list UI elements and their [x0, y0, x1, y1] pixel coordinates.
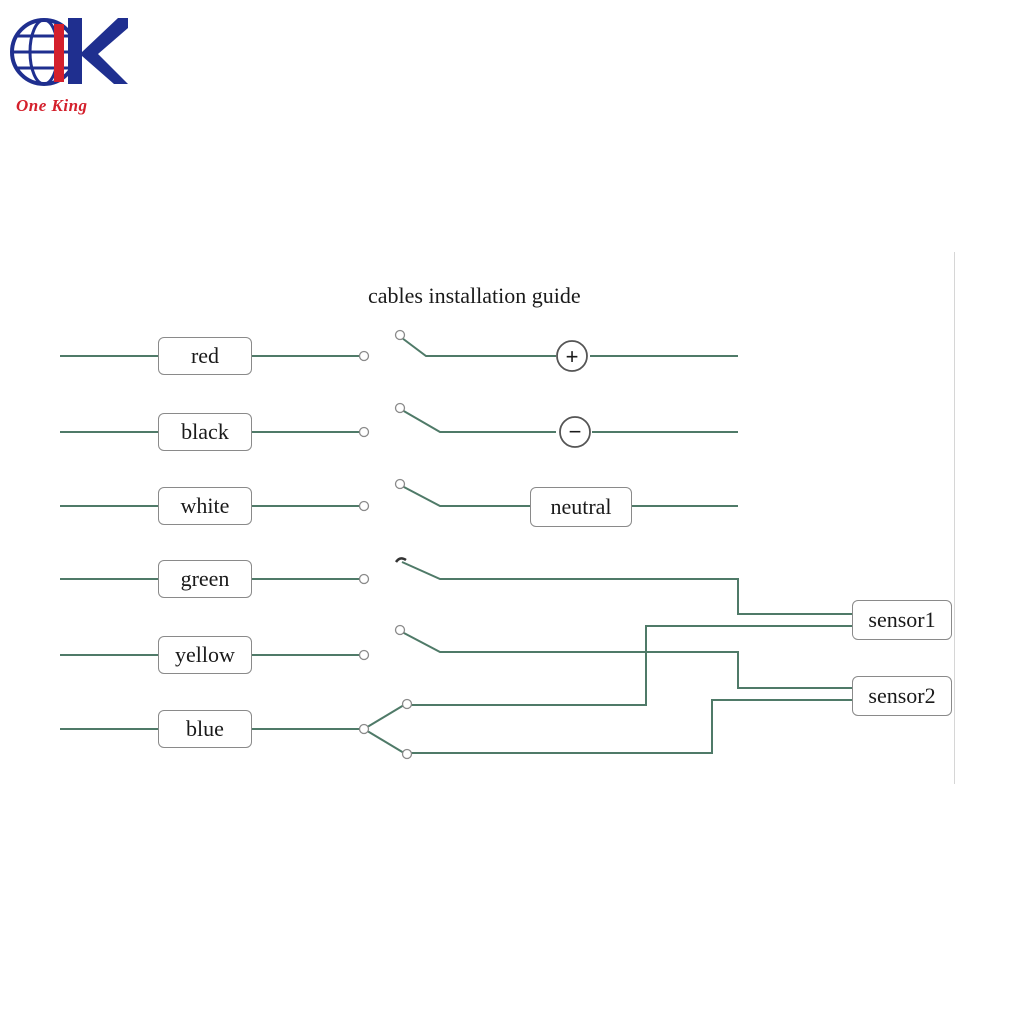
minus-terminal-icon	[559, 416, 591, 448]
wire-green-out	[401, 561, 852, 615]
wire-blue-split-up	[363, 704, 405, 730]
cable-label: white	[180, 493, 230, 518]
cable-box-red: red	[158, 337, 252, 375]
wire-yellow-out	[401, 631, 852, 689]
wire-black-out	[401, 409, 556, 433]
neutral-terminal-box: neutral	[530, 487, 632, 527]
switch-blue-up	[401, 698, 413, 710]
cable-box-green: green	[158, 560, 252, 598]
wire-white-out	[401, 485, 530, 507]
switch-green	[394, 557, 407, 563]
diagram-title: cables installation guide	[368, 283, 581, 308]
cable-label: yellow	[175, 642, 235, 667]
sensor-label: sensor2	[868, 683, 936, 708]
terminal-yellow	[358, 649, 370, 661]
terminal-blue	[358, 723, 370, 735]
wire-red-out	[401, 337, 556, 357]
terminal-green	[358, 573, 370, 585]
cable-label: blue	[186, 716, 224, 741]
switch-black	[394, 402, 406, 414]
sensor2-box: sensor2	[852, 676, 952, 716]
cable-box-blue: blue	[158, 710, 252, 748]
cable-label: red	[190, 343, 220, 368]
one-king-logo: One King	[6, 8, 136, 118]
wire-blue-sensor2	[410, 699, 852, 754]
minus-symbol: −	[569, 419, 582, 444]
switch-blue-down	[401, 748, 413, 760]
switch-red	[394, 329, 406, 341]
sensor1-box: sensor1	[852, 600, 952, 640]
terminal-red	[358, 350, 370, 362]
cable-label: black	[181, 419, 229, 444]
terminal-black	[358, 426, 370, 438]
switch-yellow	[394, 624, 406, 636]
wire-blue-split-down	[363, 728, 405, 754]
wire-blue-sensor1	[410, 625, 852, 706]
cable-box-yellow: yellow	[158, 636, 252, 674]
brand-name: One King	[16, 96, 88, 115]
frame-edge	[954, 252, 955, 784]
plus-terminal-icon	[556, 340, 588, 372]
sensor-label: sensor1	[868, 607, 936, 632]
neutral-label: neutral	[550, 494, 612, 519]
globe-k-icon	[10, 18, 128, 86]
cable-label: green	[180, 566, 230, 591]
switch-white	[394, 478, 406, 490]
cable-box-white: white	[158, 487, 252, 525]
cable-box-black: black	[158, 413, 252, 451]
terminal-white	[358, 500, 370, 512]
plus-symbol: +	[566, 344, 579, 369]
